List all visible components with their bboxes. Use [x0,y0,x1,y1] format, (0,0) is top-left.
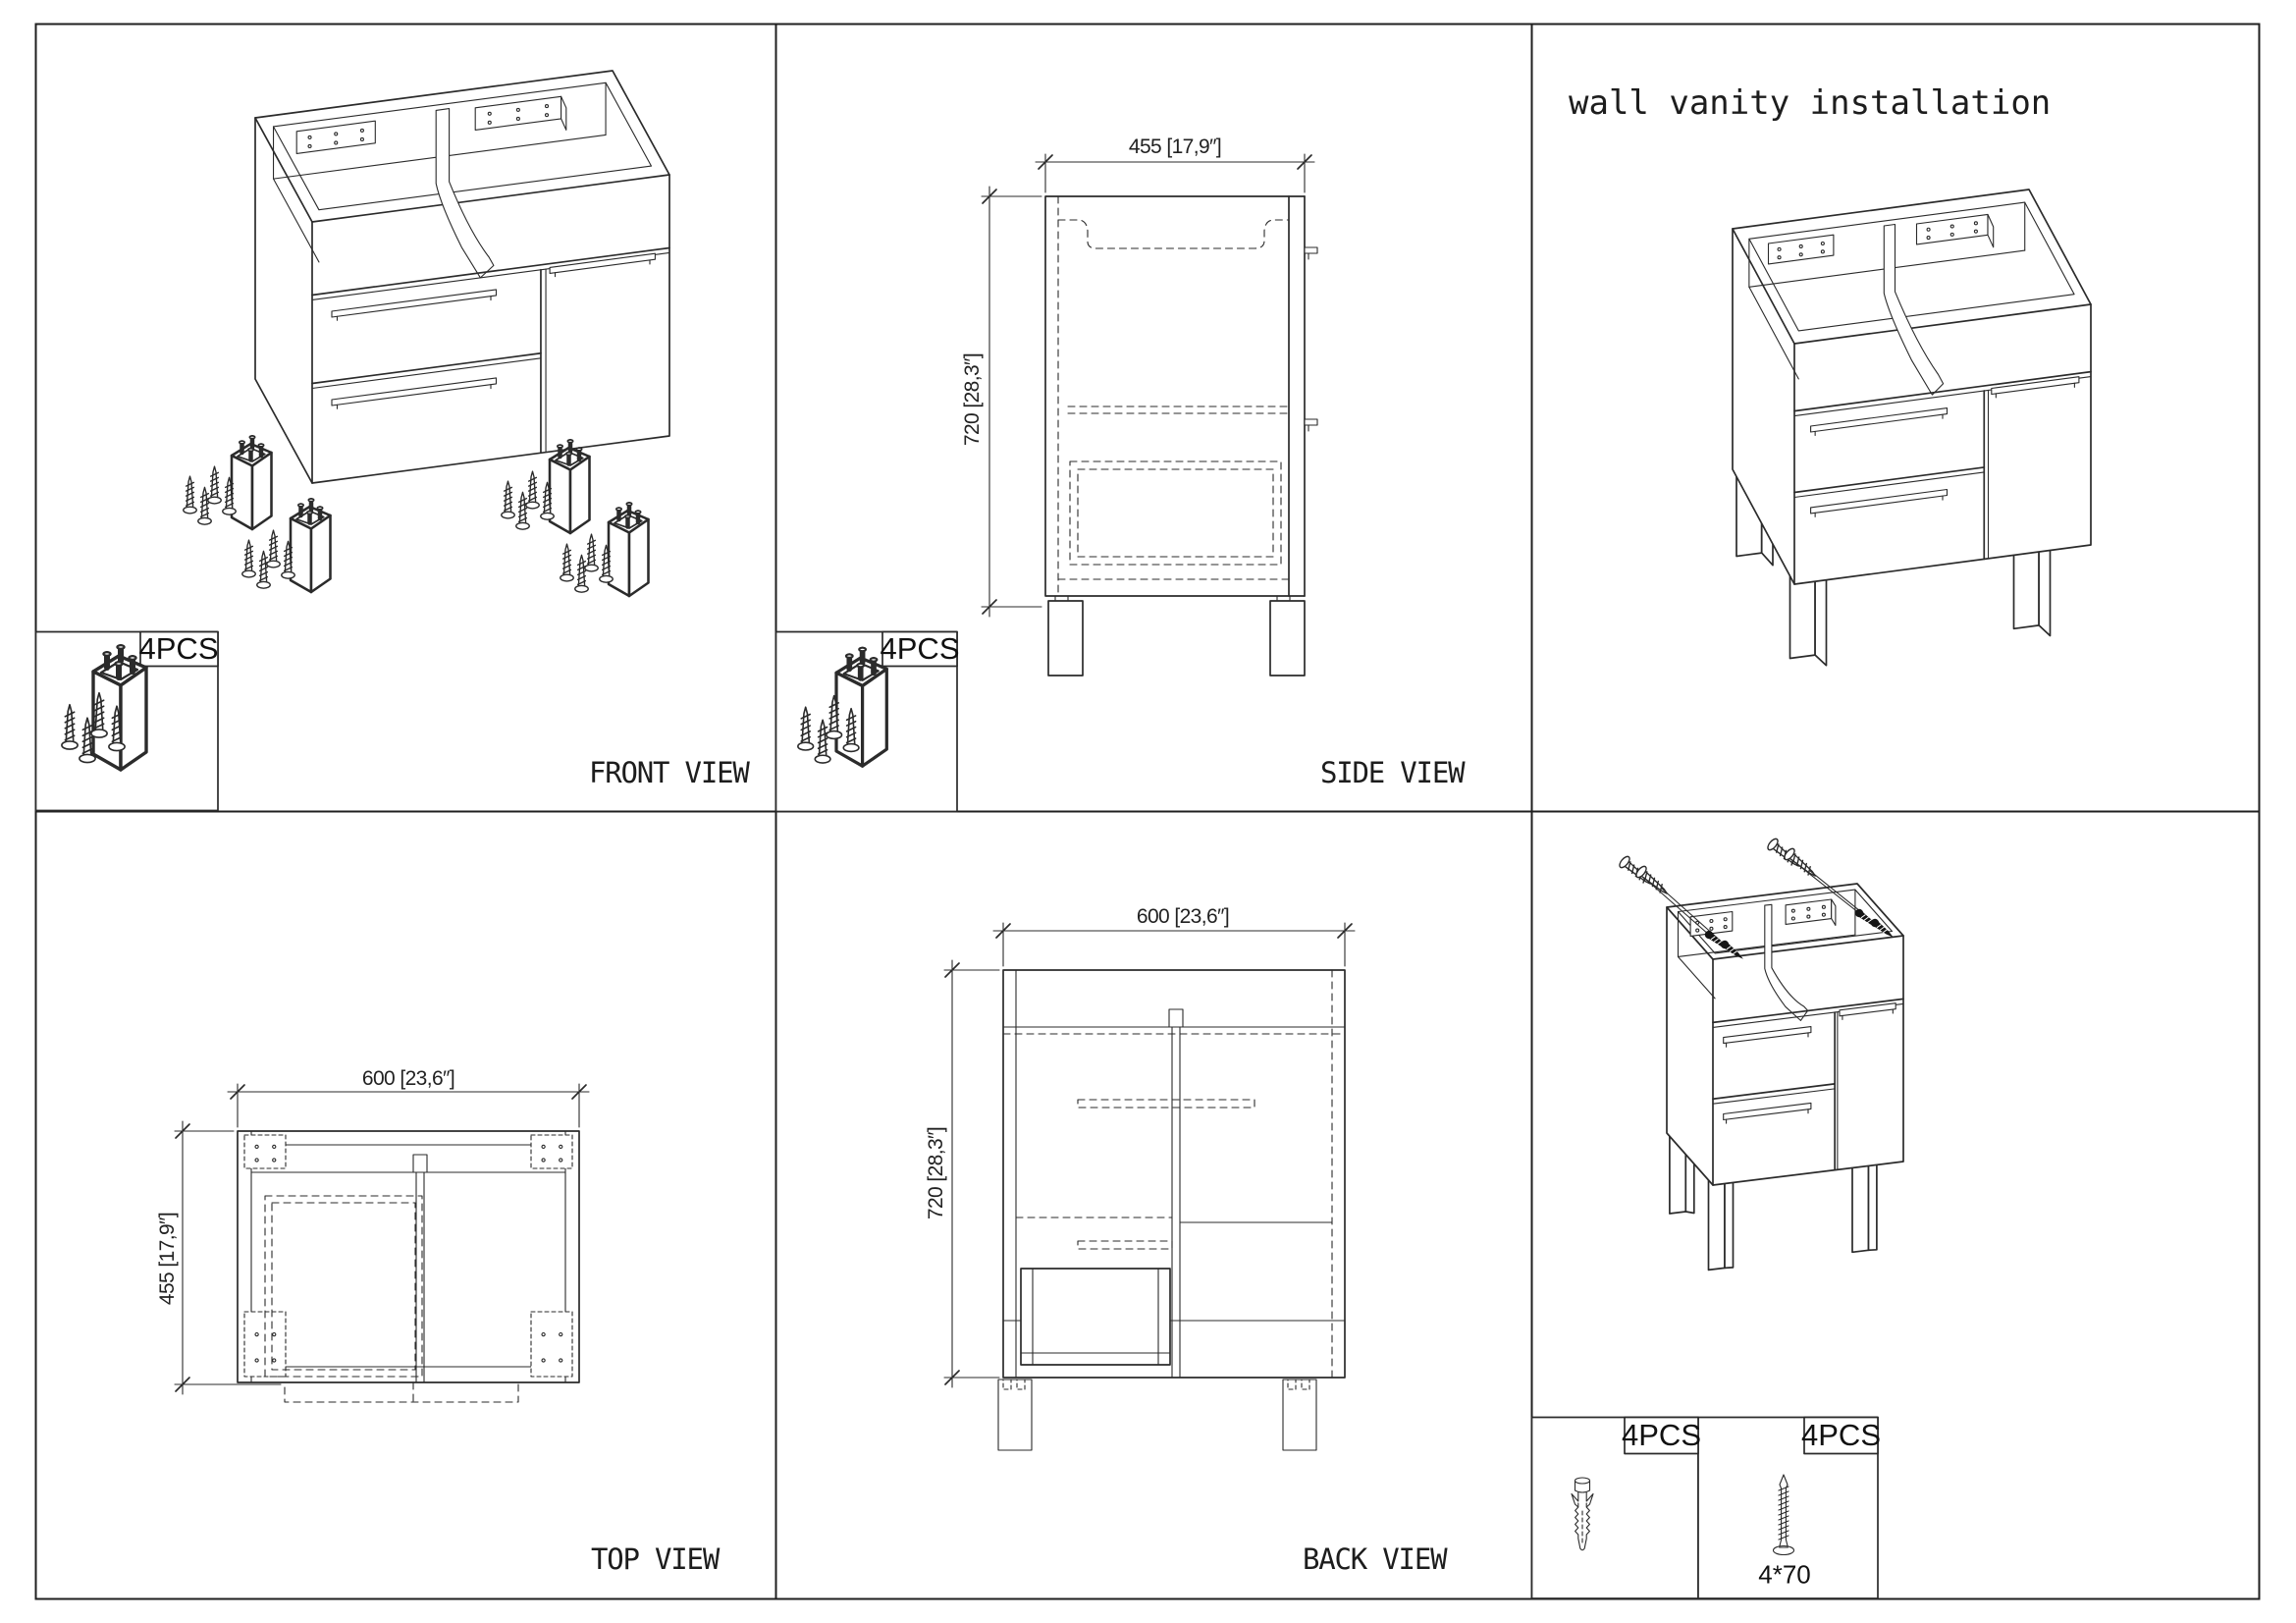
front-view-hardware-box [34,630,219,812]
screw-qty-badge: 4PCS [1801,1418,1881,1453]
screw-size-label: 4*70 [1758,1559,1811,1590]
page-frame [34,23,2261,1600]
top-view-label: TOP VIEW [591,1542,720,1576]
back-view-width-dimension: 600 [23,6″] [1136,904,1230,928]
front-legs-qty-badge: 4PCS [138,631,219,667]
installation-hardware-boxes [1530,1416,1879,1599]
anchor-qty-badge: 4PCS [1622,1418,1701,1453]
top-view-drawing [174,1083,590,1403]
sheet-title: wall vanity installation [1569,83,2052,123]
side-view-depth-dimension: 455 [17,9″] [1128,135,1222,158]
front-view-cabinet [254,70,670,484]
back-view-drawing [943,922,1356,1451]
back-view-label: BACK VIEW [1303,1542,1448,1576]
wall-fixing-screws [1617,836,1896,963]
side-view-label: SIDE VIEW [1320,756,1466,789]
top-view-depth-dimension: 455 [17,9″] [155,1212,179,1306]
back-view-height-dimension: 720 [28,3″] [924,1126,947,1220]
side-view-drawing [774,153,1318,813]
side-view-height-dimension: 720 [28,3″] [960,352,984,447]
front-view-label: FRONT VIEW [589,756,750,789]
install-step-cabinet [1666,883,1904,1271]
installation-cabinet [1732,189,2092,667]
top-view-width-dimension: 600 [23,6″] [361,1066,455,1090]
side-legs-qty-badge: 4PCS [880,631,960,667]
